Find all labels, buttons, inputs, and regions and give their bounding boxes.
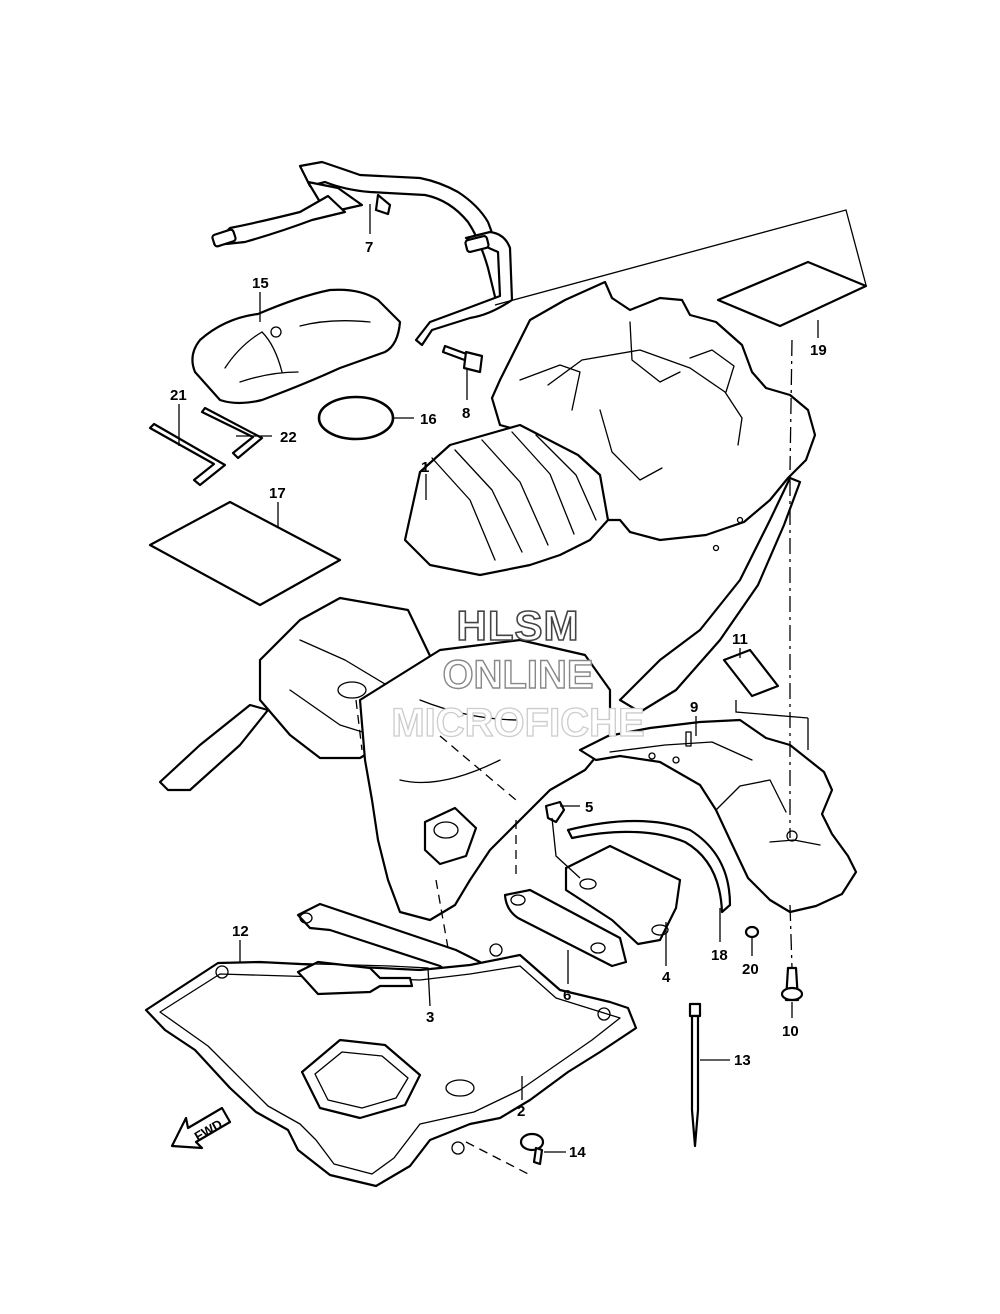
part-20-washer[interactable] bbox=[744, 925, 760, 939]
part-19-label[interactable] bbox=[716, 260, 868, 328]
watermark-line-1: HLSM bbox=[457, 602, 580, 649]
part-7-grab-rail[interactable] bbox=[211, 160, 514, 347]
part-6-bracket[interactable] bbox=[503, 888, 628, 968]
callout-7[interactable]: 7 bbox=[365, 239, 373, 256]
part-1-rear-fender[interactable] bbox=[158, 280, 817, 922]
callout-4[interactable]: 4 bbox=[662, 969, 671, 986]
part-4-plate[interactable] bbox=[564, 844, 682, 946]
callout-11[interactable]: 11 bbox=[732, 631, 748, 648]
part-15-seat-cover[interactable] bbox=[191, 288, 402, 405]
callout-1[interactable]: 1 bbox=[421, 459, 429, 476]
callout-6[interactable]: 6 bbox=[563, 987, 571, 1004]
callout-13[interactable]: 13 bbox=[734, 1052, 751, 1069]
part-5-clip[interactable] bbox=[544, 800, 566, 824]
part-22-hex-wrench[interactable] bbox=[200, 406, 264, 460]
callout-numbers: 1 2 3 4 5 6 7 8 9 10 11 12 13 14 15 16 1… bbox=[170, 239, 827, 1161]
callout-14[interactable]: 14 bbox=[569, 1144, 586, 1161]
callout-2[interactable]: 2 bbox=[517, 1103, 525, 1120]
callout-leaders bbox=[178, 204, 819, 1153]
part-17-sheet[interactable] bbox=[148, 500, 342, 607]
callout-18[interactable]: 18 bbox=[711, 947, 728, 964]
callout-20[interactable]: 20 bbox=[742, 961, 759, 978]
watermark: HLSM ONLINE MICROFICHE bbox=[391, 601, 646, 745]
callout-21[interactable]: 21 bbox=[170, 387, 187, 404]
callout-16[interactable]: 16 bbox=[420, 411, 437, 428]
part-12-undertray[interactable] bbox=[144, 943, 638, 1188]
part-10-bolt[interactable] bbox=[780, 966, 804, 1002]
watermark-line-2: ONLINE bbox=[442, 653, 593, 697]
part-16-o-ring[interactable] bbox=[317, 395, 395, 441]
callout-22[interactable]: 22 bbox=[280, 429, 297, 446]
callout-9[interactable]: 9 bbox=[690, 699, 698, 716]
callout-19[interactable]: 19 bbox=[810, 342, 827, 359]
part-11-pad[interactable] bbox=[722, 648, 780, 698]
part-13-cable-tie[interactable] bbox=[688, 1002, 702, 1148]
part-14-fastener[interactable] bbox=[519, 1132, 545, 1166]
watermark-line-3: MICROFICHE bbox=[391, 701, 644, 745]
callout-17[interactable]: 17 bbox=[269, 485, 286, 502]
callout-8[interactable]: 8 bbox=[462, 405, 470, 422]
callout-3[interactable]: 3 bbox=[426, 1009, 434, 1026]
part-8-bolt[interactable] bbox=[441, 344, 484, 374]
callout-5[interactable]: 5 bbox=[585, 799, 593, 816]
callout-10[interactable]: 10 bbox=[782, 1023, 799, 1040]
part-18-strip[interactable] bbox=[566, 819, 732, 914]
assembly-lines bbox=[355, 209, 867, 1177]
callout-12[interactable]: 12 bbox=[232, 923, 249, 940]
fwd-arrow-icon: FWD bbox=[170, 1106, 232, 1150]
callout-15[interactable]: 15 bbox=[252, 275, 269, 292]
part-21-hex-wrench[interactable] bbox=[148, 422, 227, 487]
part-9-tail-bracket[interactable] bbox=[578, 718, 858, 914]
